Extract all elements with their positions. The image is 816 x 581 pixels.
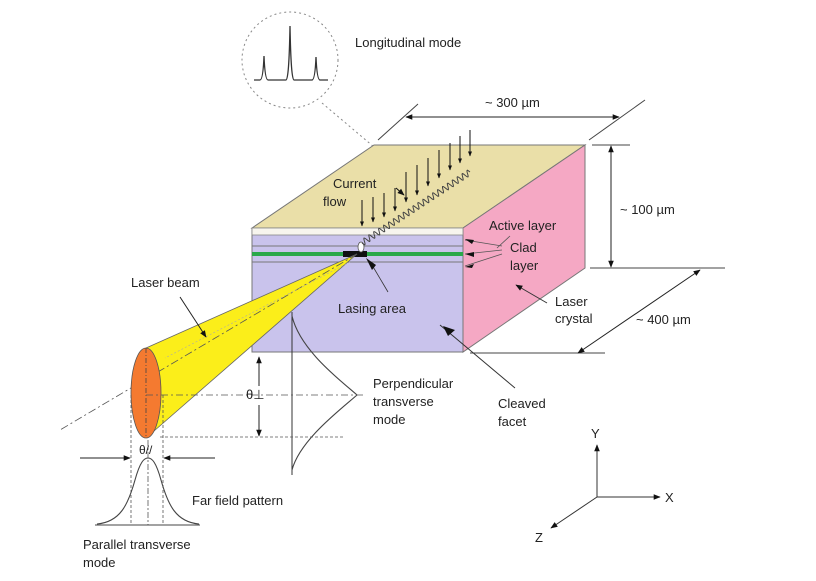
arrowhead bbox=[443, 326, 455, 336]
parallel-mode-graph: θ// bbox=[80, 395, 215, 526]
current-flow-arrows bbox=[360, 130, 472, 227]
parallel-mode-label-1: Parallel transverse bbox=[83, 537, 191, 552]
perpendicular-mode-label-1: Perpendicular bbox=[373, 376, 454, 391]
top-electrode-layer bbox=[251, 227, 464, 236]
dimension-width: ~ 400 µm bbox=[470, 269, 701, 354]
y-axis-label: Y bbox=[591, 426, 600, 441]
lasing-region bbox=[343, 251, 367, 257]
active-layer-label: Active layer bbox=[489, 218, 557, 233]
current-flow-label-1: Current bbox=[333, 176, 377, 191]
lasing-spot bbox=[357, 241, 365, 253]
cleaved-facet-label-1: Cleaved bbox=[498, 396, 546, 411]
theta-perp-label: θ⊥ bbox=[246, 387, 265, 402]
clad-layer-label-2: layer bbox=[510, 258, 539, 273]
dimension-height-label: ~ 100 µm bbox=[620, 202, 675, 217]
dimension-arrow-width bbox=[577, 269, 701, 354]
far-field-label: Far field pattern bbox=[192, 493, 283, 508]
layer-callouts bbox=[464, 235, 511, 268]
laser-crystal-label-1: Laser bbox=[555, 294, 588, 309]
arrowhead bbox=[465, 252, 474, 257]
dimension-width-label: ~ 400 µm bbox=[636, 312, 691, 327]
arrowhead bbox=[465, 239, 474, 244]
perpendicular-mode-label-3: mode bbox=[373, 412, 406, 427]
leader-line bbox=[464, 253, 503, 267]
laser-crystal-block bbox=[250, 144, 587, 353]
current-flow-label-2: flow bbox=[323, 194, 347, 209]
cleaved-facet-label-2: facet bbox=[498, 414, 527, 429]
extension-line bbox=[377, 103, 419, 141]
z-axis-arrow bbox=[550, 496, 598, 529]
perpendicular-mode-label-2: transverse bbox=[373, 394, 434, 409]
arrowhead bbox=[366, 258, 376, 270]
laser-beam-label: Laser beam bbox=[131, 275, 200, 290]
longitudinal-mode-inset: Longitudinal mode bbox=[241, 11, 461, 148]
beam-axis bbox=[59, 253, 358, 431]
inset-leader-line bbox=[321, 102, 375, 148]
leader-line bbox=[496, 235, 511, 249]
lasing-area-leader bbox=[371, 264, 389, 293]
optical-standing-wave bbox=[361, 169, 471, 246]
beam-edge bbox=[145, 253, 358, 349]
x-axis-label: X bbox=[665, 490, 674, 505]
dimension-length: ~ 300 µm bbox=[377, 95, 646, 141]
current-pointer-arrow bbox=[395, 187, 405, 196]
clad-layer-label-1: Clad bbox=[510, 240, 537, 255]
laser-crystal-label-2: crystal bbox=[555, 311, 593, 326]
parallel-mode-label-2: mode bbox=[83, 555, 116, 570]
z-axis-label: Z bbox=[535, 530, 543, 545]
laser-beam-pointer bbox=[179, 296, 207, 338]
longitudinal-mode-spectrum bbox=[254, 25, 328, 81]
cleaved-facet-leader bbox=[439, 324, 516, 389]
coordinate-axes bbox=[550, 444, 661, 529]
beam-edge bbox=[145, 253, 358, 439]
parallel-mode-curve bbox=[96, 457, 200, 525]
inset-circle bbox=[241, 11, 339, 109]
dimension-length-label: ~ 300 µm bbox=[485, 95, 540, 110]
laser-beam bbox=[59, 253, 358, 439]
perpendicular-mode-graph: θ⊥ bbox=[146, 312, 365, 475]
lasing-area-label: Lasing area bbox=[338, 301, 407, 316]
theta-par-label: θ// bbox=[139, 443, 153, 457]
arrowhead bbox=[465, 264, 474, 268]
laser-crystal-pointer bbox=[515, 284, 548, 304]
longitudinal-mode-label: Longitudinal mode bbox=[355, 35, 461, 50]
dimension-height: ~ 100 µm bbox=[590, 144, 725, 269]
extension-line bbox=[588, 99, 646, 141]
beam-axis-guide bbox=[164, 261, 351, 359]
